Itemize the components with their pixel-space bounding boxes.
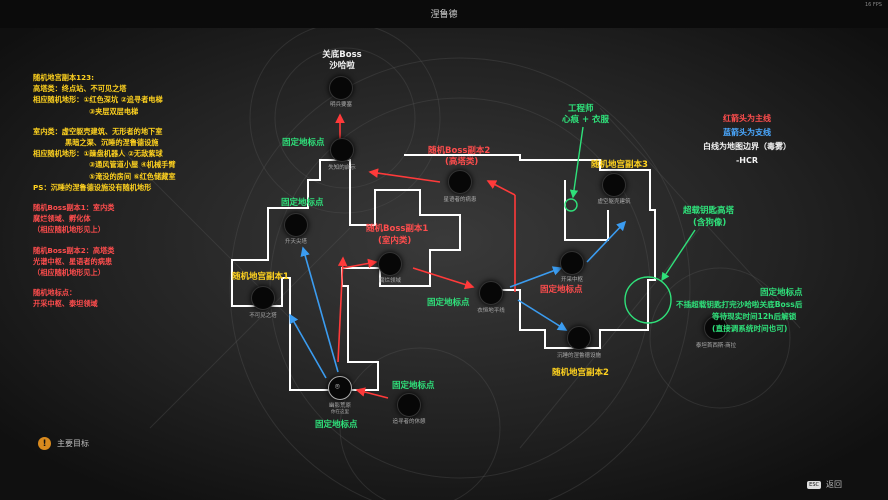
legend-red: 红箭头为主线 — [723, 114, 771, 123]
random-boss-1-sub-label: (室内类) — [378, 236, 412, 246]
note-line: 室内类：虚空躯壳建筑、无形者的地下室 — [33, 126, 163, 136]
map-node-xinyu[interactable] — [448, 170, 472, 194]
note-line: ③通风管道小屋 ④机械手臂 — [89, 160, 176, 170]
fps-counter: 16 FPS — [864, 2, 882, 8]
note-line: 光谱中枢、星语者的病患 — [33, 256, 113, 266]
map-node-chenshui[interactable] — [567, 326, 591, 350]
random-boss-2-label: 随机Boss副本2 — [428, 146, 491, 156]
note-line: 腐烂领域、孵化体 — [33, 214, 91, 224]
note-line: ⑤淹没的房间 ⑥红色储藏室 — [89, 171, 176, 181]
random-boss-2-sub-label: (高塔类) — [445, 157, 479, 167]
note-line: 相应随机地形：①红色深坑 ②追寻者电梯 — [33, 95, 163, 105]
map-node-fulan[interactable] — [378, 252, 402, 276]
engineer-sub-label: 心痕 + 衣服 — [562, 115, 610, 125]
fixed-landmark-label-5: 固定地标点 — [315, 420, 358, 430]
back-label: 返回 — [826, 480, 842, 489]
note-line: 高塔类：终点站、不可见之塔 — [33, 84, 127, 94]
arrow-legend: 红箭头为主线 蓝箭头为支线 白线为地图边界（毒雾） -HCR — [702, 112, 792, 168]
note-line: 随机地宫副本123: — [33, 73, 95, 82]
boss-name-label: 沙哈啦 — [329, 61, 355, 71]
note-line: 随机Boss副本2：高塔类 — [33, 245, 115, 255]
objective-alert-icon: ! — [38, 437, 51, 450]
note-line: 随机Boss副本1：室内类 — [33, 203, 115, 213]
note-line: ③夹层双层电梯 — [89, 106, 139, 116]
map-node-yihen[interactable] — [479, 281, 503, 305]
fixed-landmark-label-3: 固定地标点 — [427, 298, 470, 308]
right-fixed-label: 固定地标点 — [760, 288, 803, 298]
right-note-1: 不插超载钥匙打完沙哈啦关底Boss后 — [676, 300, 803, 309]
random-landmark-label: 固定地标点 — [540, 285, 583, 295]
notes-group-landmarks: 随机地标点： 开采中枢、泰坦领域 — [33, 287, 176, 309]
fixed-landmark-label-2: 固定地标点 — [281, 198, 324, 208]
node-label-mingbing: 明兵要塞 — [329, 102, 353, 108]
note-line: 随机地标点： — [33, 288, 77, 298]
map-node-kaicai[interactable] — [560, 251, 584, 275]
map-node-xukong[interactable] — [602, 173, 626, 197]
node-label-xukong: 虚空躯壳建筑 — [597, 199, 631, 205]
notes-group-boss1: 随机Boss副本1：室内类 腐烂领域、孵化体 （相应随机地形见上） — [33, 202, 176, 236]
map-node-tianzhe[interactable] — [330, 138, 354, 162]
random-boss-1-label: 随机Boss副本1 — [366, 224, 429, 234]
note-line: （相应随机地形见上） — [33, 268, 105, 278]
map-node-zhuixun[interactable] — [397, 393, 421, 417]
objective-legend-label: 主要目标 — [57, 439, 89, 448]
fixed-landmark-label-4: 固定地标点 — [392, 381, 435, 391]
boss-title-label: 关底Boss — [322, 50, 362, 60]
note-line: 黑暗之渠、沉睡的涅鲁德设施 — [65, 138, 159, 148]
notes-group-indoor: 室内类：虚空躯壳建筑、无形者的地下室 黑暗之渠、沉睡的涅鲁德设施 相应随机地形：… — [33, 126, 176, 193]
node-label-shengdu: 升天尖塔 — [284, 239, 308, 245]
note-line: 开采中枢、泰坦领域 — [33, 299, 98, 309]
random-dungeon-1-label: 随机地宫副本1 — [232, 272, 289, 282]
back-button[interactable]: ESC 返回 — [807, 479, 842, 490]
node-label-xinyu: 星语者的病患 — [443, 197, 477, 203]
random-dungeon-3-label: 随机地宫副本3 — [591, 160, 648, 170]
map-node-taikan[interactable] — [704, 316, 728, 340]
legend-blue: 蓝箭头为支线 — [723, 128, 771, 137]
node-label-chenshui: 沉睡的涅鲁德设施 — [556, 353, 602, 359]
map-title: 涅鲁德 — [430, 10, 458, 20]
right-note-3: (直接调系统时间也可) — [712, 324, 788, 333]
notes-group-boss2: 随机Boss副本2：高塔类 光谱中枢、星语者的病患 （相应随机地形见上） — [33, 245, 176, 279]
node-label-kaicai: 开采中枢 — [560, 277, 584, 283]
engineer-label: 工程师 — [568, 104, 594, 114]
note-line: PS：沉睡的涅鲁德设施没有随机地形 — [33, 182, 152, 192]
left-notes: 随机地宫副本123: 高塔类：终点站、不可见之塔 相应随机地形：①红色深坑 ②追… — [33, 72, 176, 319]
node-label-zhuixun: 追寻者的休憩 — [392, 419, 426, 425]
node-label-fulan: 腐烂领域 — [378, 278, 402, 284]
notes-group-dungeons: 随机地宫副本123: 高塔类：终点站、不可见之塔 相应随机地形：①红色深坑 ②追… — [33, 72, 176, 117]
note-line: （相应随机地形见上） — [33, 225, 105, 235]
right-note-2: 等待现实时间12h后解锁 — [712, 312, 797, 321]
node-label-yihen: 衣恒地平线 — [477, 308, 505, 314]
fixed-landmark-label-1: 固定地标点 — [282, 138, 325, 148]
esc-key-icon: ESC — [807, 480, 821, 489]
key-tower-label: 超载钥匙高塔 — [683, 206, 735, 216]
map-node-mingbing[interactable] — [329, 76, 353, 100]
note-line: 相应随机地形：①躁盘机器人 ②无敌紫球 — [33, 149, 163, 159]
main-objective-legend: ! 主要目标 — [38, 437, 89, 450]
node-label-youying: 幽影荒原 — [328, 403, 352, 409]
map-node-shengdu[interactable] — [284, 213, 308, 237]
random-dungeon-2-label: 随机地宫副本2 — [552, 368, 609, 378]
node-label-taikan: 泰坦首西斯·商拉 — [695, 343, 737, 349]
map-node-youying[interactable] — [328, 376, 352, 400]
key-tower-sub-label: (含狗像) — [693, 218, 727, 228]
legend-author: -HCR — [735, 156, 759, 165]
node-sublabel-youying: 你在这里 — [331, 410, 349, 415]
node-label-kejian: 不可见之塔 — [249, 313, 277, 319]
legend-white: 白线为地图边界（毒雾） — [703, 142, 791, 151]
map-node-kejian[interactable] — [251, 286, 275, 310]
node-label-tianzhe: 失知的启示 — [328, 165, 356, 171]
location-pin-icon: ⌾ — [335, 382, 340, 391]
